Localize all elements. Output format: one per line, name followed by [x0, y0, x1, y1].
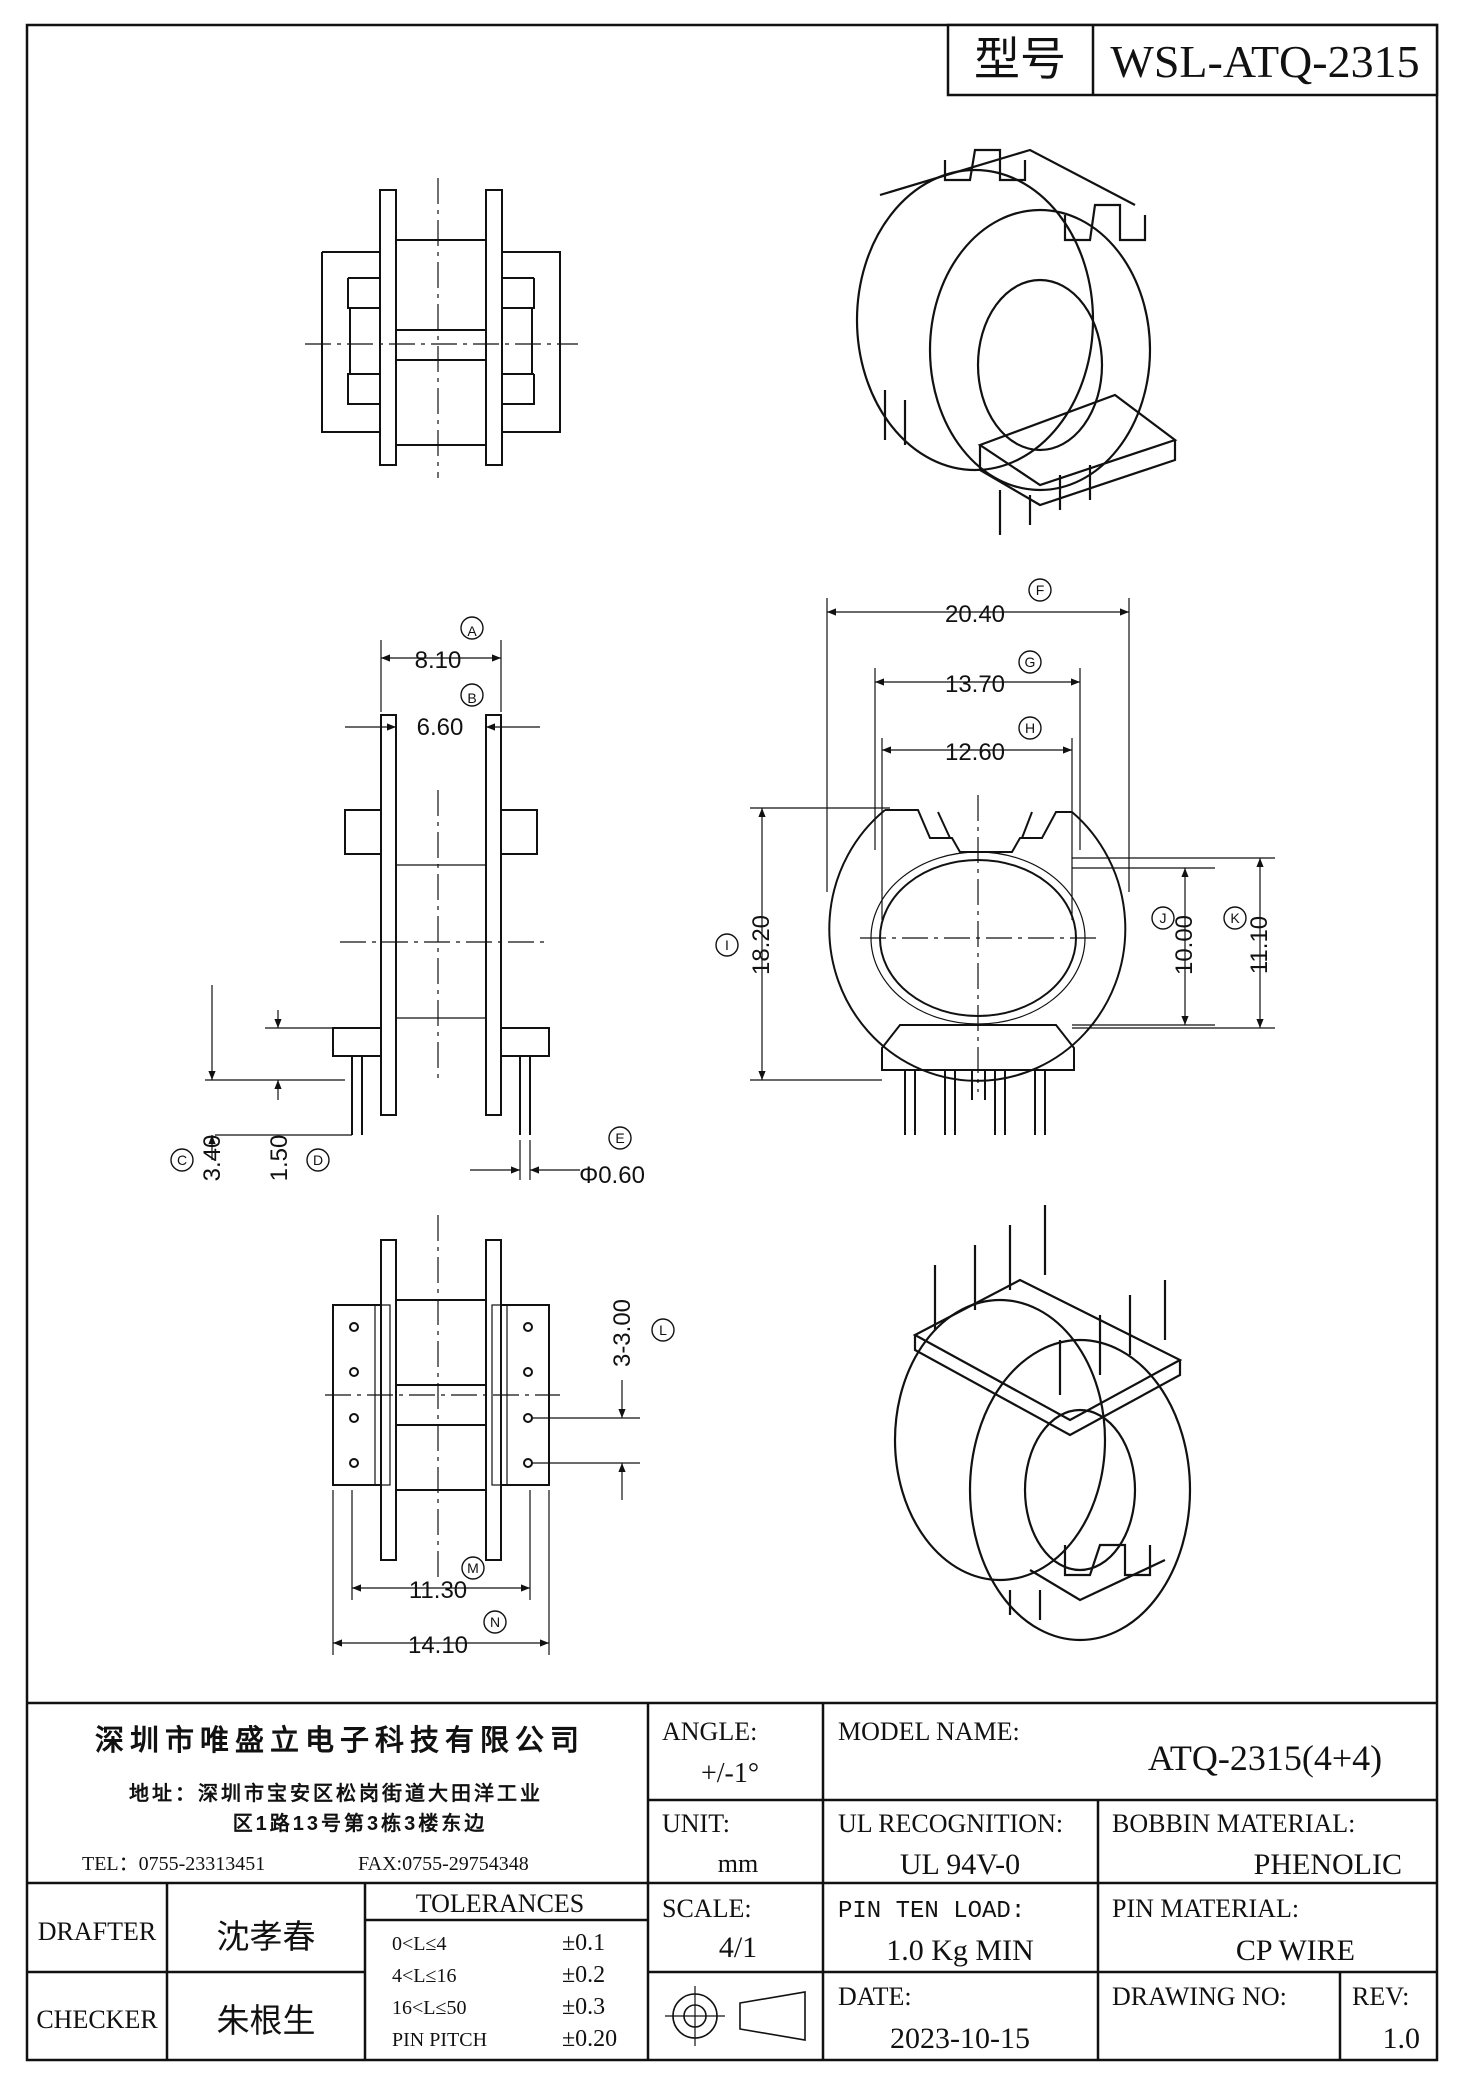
dim-b-value: 6.60	[417, 714, 464, 741]
dim-j-value: 10.00	[1171, 915, 1198, 975]
company-tel: TEL：0755-23313451	[82, 1853, 265, 1875]
pin-ten-load-value: 1.0 Kg MIN	[886, 1934, 1034, 1967]
dim-n-value: 14.10	[408, 1632, 468, 1659]
dim-i-label: I	[725, 937, 729, 953]
dim-m-label: M	[467, 1560, 479, 1576]
iso-view-top	[855, 148, 1178, 535]
dim-d-value: 1.50	[266, 1135, 293, 1182]
dim-g-label: G	[1025, 654, 1036, 670]
scale-value: 4/1	[719, 1931, 757, 1964]
tolerance-value-2: ±0.2	[562, 1962, 605, 1988]
pin-ten-load-label: PIN TEN LOAD:	[838, 1898, 1025, 1925]
drafter-label: DRAFTER	[38, 1917, 157, 1946]
company-name: 深圳市唯盛立电子科技有限公司	[95, 1723, 585, 1757]
company-address-line1: 地址：深圳市宝安区松岗街道大田洋工业	[129, 1781, 543, 1805]
dim-g-value: 13.70	[945, 671, 1005, 698]
dim-e-label: E	[615, 1130, 624, 1146]
dim-f-value: 20.40	[945, 601, 1005, 628]
dim-k-label: K	[1230, 910, 1240, 926]
iso-view-bottom	[893, 1205, 1192, 1642]
tolerance-range-1: 0<L≤4	[392, 1933, 446, 1955]
dim-j-label: J	[1160, 910, 1167, 926]
dim-k-value: 11.10	[1246, 916, 1273, 974]
tolerance-range-3: 16<L≤50	[392, 1997, 466, 2019]
dim-i-value: 18.20	[748, 915, 775, 975]
unit-value: mm	[718, 1849, 758, 1878]
model-header: 型号 WSL-ATQ-2315	[946, 23, 1439, 97]
dim-h-value: 12.60	[945, 739, 1005, 766]
dim-n-label: N	[490, 1614, 500, 1630]
model-header-value: WSL-ATQ-2315	[1110, 36, 1419, 87]
dim-l-label: L	[659, 1322, 667, 1338]
dim-f-label: F	[1036, 582, 1045, 598]
bottom-view: 3-3.00 L 11.30 M 14.10 N	[325, 1215, 675, 1659]
bobbin-material-value: PHENOLIC	[1254, 1848, 1402, 1881]
pin-pitch-label: PIN PITCH	[392, 2029, 487, 2051]
top-view	[305, 178, 578, 478]
unit-label: UNIT:	[662, 1809, 730, 1838]
dim-e-value: Φ0.60	[579, 1162, 645, 1189]
drawing-no-label: DRAWING NO:	[1112, 1982, 1287, 2011]
dim-d-label: D	[313, 1152, 323, 1168]
pin-material-label: PIN MATERIAL:	[1112, 1894, 1299, 1923]
ul-recognition-value: UL 94V-0	[900, 1848, 1020, 1881]
tolerance-value-1: ±0.1	[562, 1930, 605, 1956]
dim-a-value: 8.10	[415, 647, 462, 674]
drafter-name: 沈孝春	[217, 1918, 316, 1955]
front-view: 8.10 A 6.60 B 3.40 C 1.50 D Φ0.60 E	[170, 616, 645, 1189]
angle-label: ANGLE:	[662, 1717, 757, 1746]
checker-name: 朱根生	[217, 2002, 316, 2039]
dim-h-label: H	[1025, 720, 1035, 736]
date-label: DATE:	[838, 1982, 912, 2011]
angle-value: +/-1°	[701, 1758, 759, 1789]
model-header-label: 型号	[974, 33, 1066, 85]
rev-label: REV:	[1352, 1982, 1409, 2011]
scale-label: SCALE:	[662, 1894, 752, 1923]
projection-symbol	[665, 1986, 806, 2046]
pin-pitch-value: ±0.20	[562, 2026, 617, 2052]
ul-recognition-label: UL RECOGNITION:	[838, 1809, 1063, 1838]
side-view: 20.40 F 13.70 G 12.60 H 18.20 I 10.00 J …	[715, 578, 1275, 1135]
company-address-line2: 区1路13号第3栋3楼东边	[233, 1811, 488, 1835]
rev-value: 1.0	[1383, 2022, 1421, 2055]
dim-a-label: A	[467, 623, 477, 639]
date-value: 2023-10-15	[890, 2022, 1030, 2055]
tolerance-value-3: ±0.3	[562, 1994, 605, 2020]
dim-b-label: B	[467, 690, 476, 706]
model-name-value: ATQ-2315(4+4)	[1148, 1738, 1382, 1778]
title-block: 深圳市唯盛立电子科技有限公司 地址：深圳市宝安区松岗街道大田洋工业 区1路13号…	[27, 1701, 1437, 2060]
tolerances-title: TOLERANCES	[416, 1889, 585, 1918]
pin-material-value: CP WIRE	[1236, 1934, 1355, 1967]
tolerance-range-2: 4<L≤16	[392, 1965, 456, 1987]
outer-border	[25, 23, 1439, 2062]
checker-label: CHECKER	[36, 2005, 158, 2034]
dim-c-value: 3.40	[199, 1135, 226, 1182]
model-name-label: MODEL NAME:	[838, 1717, 1020, 1746]
dim-l-value: 3-3.00	[609, 1299, 636, 1367]
dim-m-value: 11.30	[409, 1577, 467, 1604]
bobbin-material-label: BOBBIN MATERIAL:	[1112, 1809, 1355, 1838]
dim-c-label: C	[177, 1152, 187, 1168]
company-fax: FAX:0755-29754348	[358, 1853, 529, 1875]
